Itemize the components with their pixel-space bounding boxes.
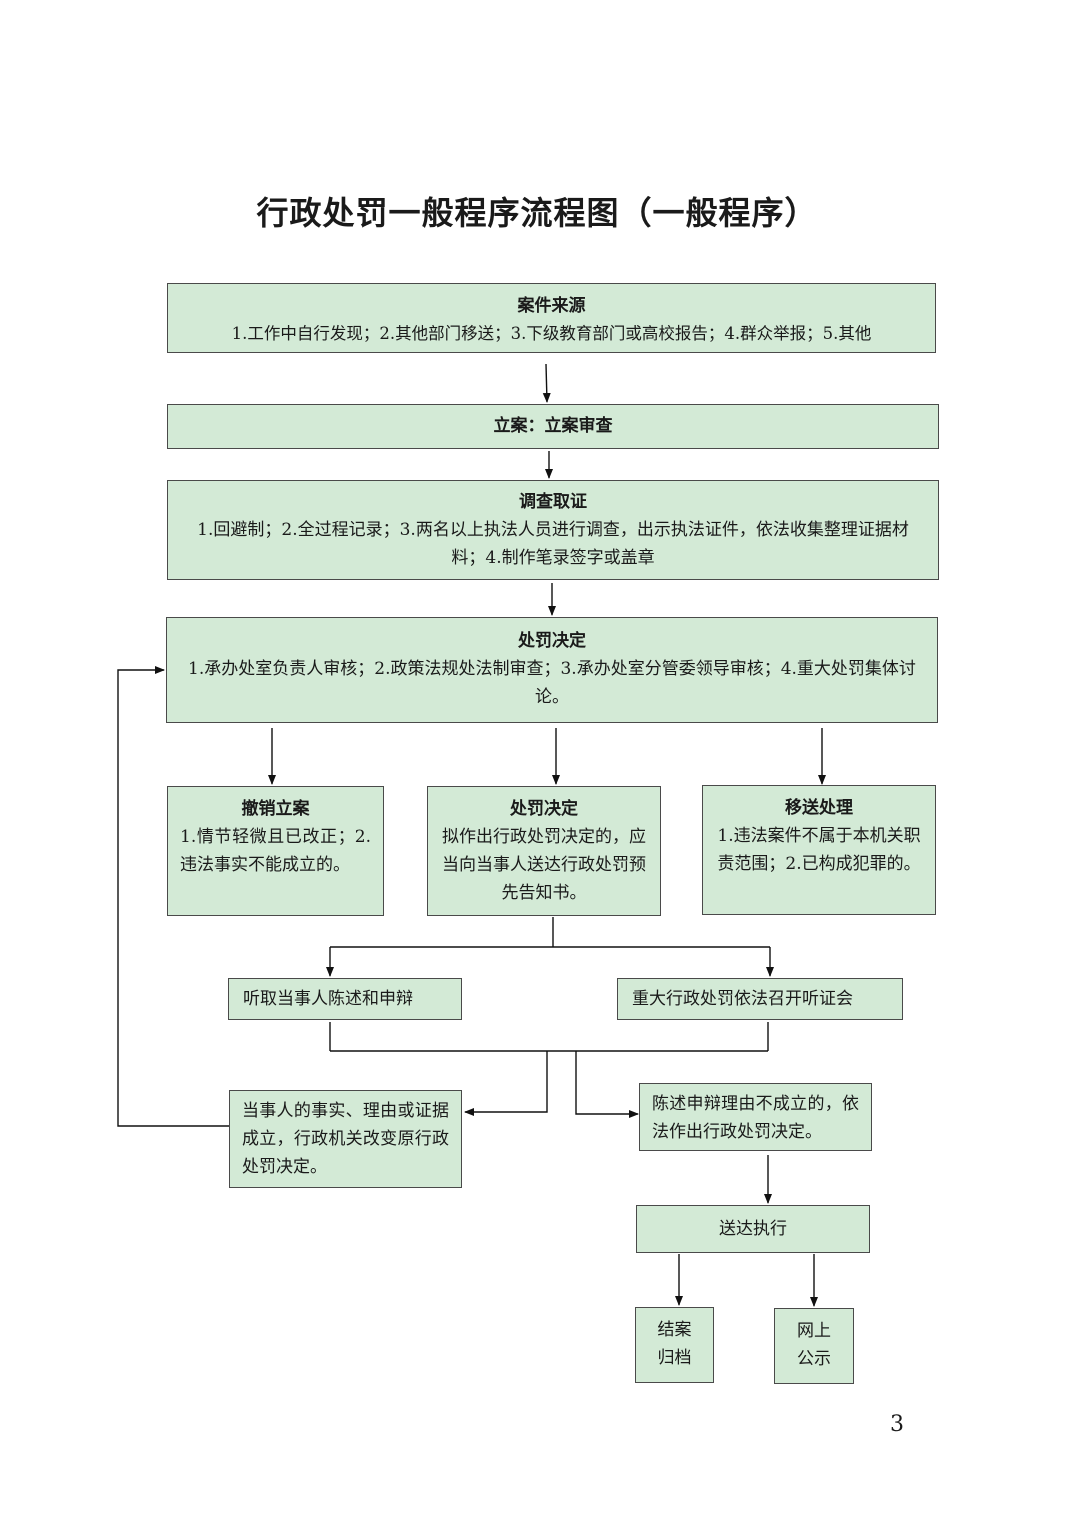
filing-box: 立案：立案审查	[167, 404, 939, 449]
investigation-box: 调查取证 1.回避制；2.全过程记录；3.两名以上执法人员进行调查，出示执法证件…	[167, 480, 939, 580]
arrow-to-uphold	[575, 1051, 639, 1118]
investigation-title: 调查取证	[519, 492, 587, 512]
penalty-decision-body: 拟作出行政处罚决定的，应当向当事人送达行政处罚预先告知书。	[442, 827, 646, 903]
arrow-change-back-to-decision	[117, 666, 230, 1127]
page-title: 行政处罚一般程序流程图（一般程序）	[256, 194, 818, 232]
archive-text: 结案归档	[657, 1320, 692, 1368]
change-decision-box: 当事人的事实、理由或证据成立，行政机关改变原行政处罚决定。	[229, 1090, 462, 1188]
case-source-box: 案件来源 1.工作中自行发现；2.其他部门移送；3.下级教育部门或高校报告；4.…	[167, 283, 936, 353]
transfer-body: 1.违法案件不属于本机关职责范围；2.已构成犯罪的。	[717, 826, 921, 874]
case-source-body: 1.工作中自行发现；2.其他部门移送；3.下级教育部门或高校报告；4.群众举报；…	[231, 324, 872, 343]
hearing-major-box: 重大行政处罚依法召开听证会	[617, 978, 903, 1020]
filing-title: 立案：立案审查	[493, 416, 613, 436]
revoke-filing-body: 1.情节轻微且已改正；2.违法事实不能成立的。	[180, 827, 371, 875]
revoke-filing-title: 撤销立案	[241, 799, 310, 819]
uphold-decision-box: 陈述申辩理由不成立的，依法作出行政处罚决定。	[639, 1083, 872, 1151]
revoke-filing-box: 撤销立案 1.情节轻微且已改正；2.违法事实不能成立的。	[167, 786, 384, 916]
decision-body: 1.承办处室负责人审核；2.政策法规处法制审查；3.承办处室分管委领导审核；4.…	[188, 659, 916, 707]
hearing-statement-text: 听取当事人陈述和申辩	[243, 989, 413, 1009]
hearing-statement-box: 听取当事人陈述和申辩	[228, 978, 462, 1020]
transfer-title: 移送处理	[785, 798, 853, 818]
page-number: 3	[890, 1412, 904, 1437]
publish-box: 网上公示	[774, 1308, 854, 1384]
uphold-decision-text: 陈述申辩理由不成立的，依法作出行政处罚决定。	[652, 1094, 859, 1142]
change-decision-text: 当事人的事实、理由或证据成立，行政机关改变原行政处罚决定。	[242, 1101, 449, 1177]
investigation-body: 1.回避制；2.全过程记录；3.两名以上执法人员进行调查，出示执法证件，依法收集…	[197, 520, 909, 568]
hearing-major-text: 重大行政处罚依法召开听证会	[632, 989, 853, 1009]
penalty-decision-box: 处罚决定 拟作出行政处罚决定的，应当向当事人送达行政处罚预先告知书。	[427, 786, 661, 916]
arrow-source-to-filing	[542, 363, 551, 403]
transfer-box: 移送处理 1.违法案件不属于本机关职责范围；2.已构成犯罪的。	[702, 785, 936, 915]
deliver-execute-text: 送达执行	[719, 1219, 787, 1239]
arrow-to-change	[464, 1051, 548, 1116]
publish-text: 网上公示	[797, 1321, 831, 1369]
case-source-title: 案件来源	[517, 296, 586, 316]
decision-box: 处罚决定 1.承办处室负责人审核；2.政策法规处法制审查；3.承办处室分管委领导…	[166, 617, 938, 723]
deliver-execute-box: 送达执行	[636, 1205, 870, 1253]
archive-box: 结案归档	[635, 1307, 714, 1383]
penalty-decision-title: 处罚决定	[510, 799, 578, 819]
decision-title: 处罚决定	[518, 631, 586, 651]
